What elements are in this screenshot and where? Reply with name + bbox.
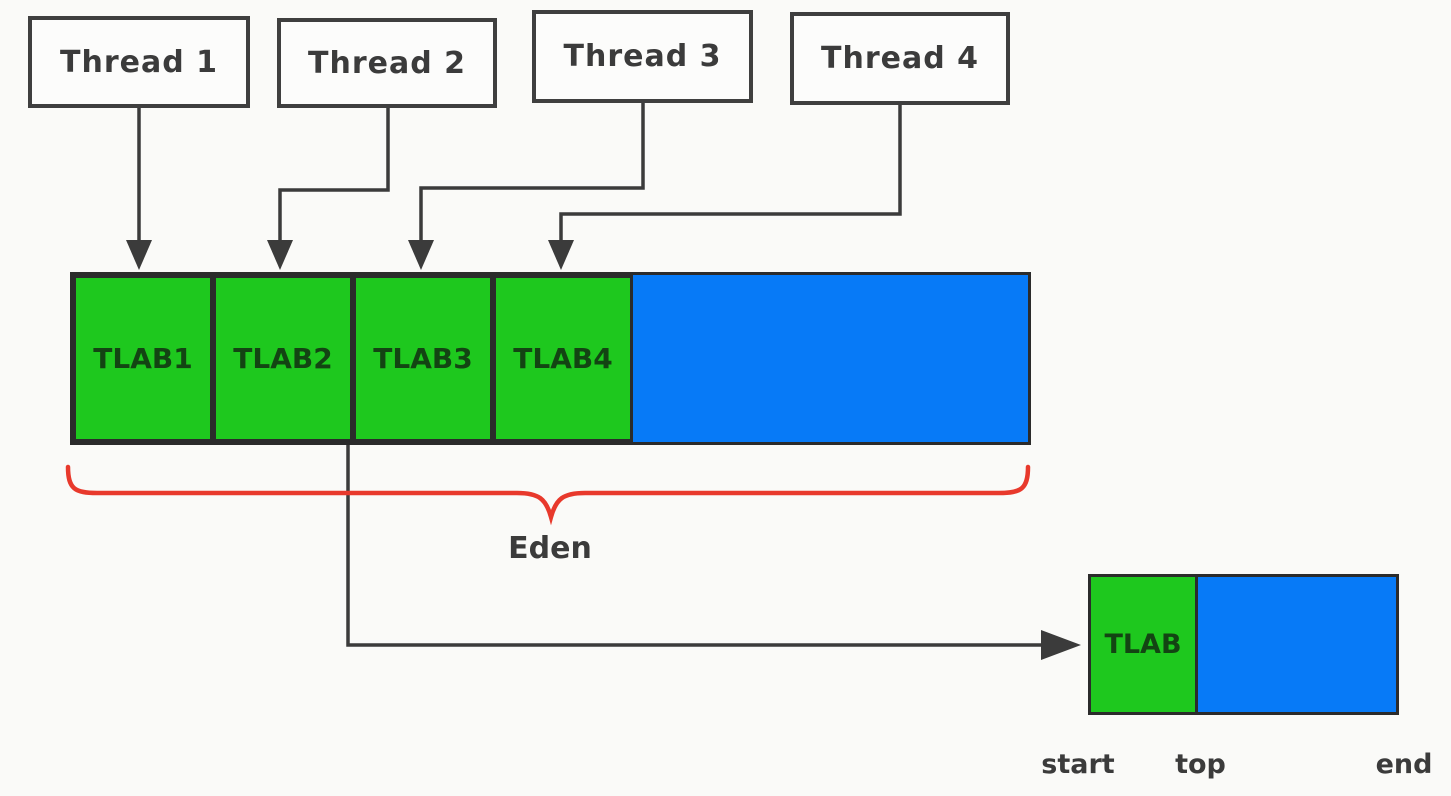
thread3-connector-line xyxy=(419,103,645,242)
tlab-transfer-arrowhead-icon xyxy=(1041,630,1081,660)
eden-brace-icon xyxy=(65,464,1031,526)
pointer-label-top: top xyxy=(1175,749,1226,780)
tlab-transfer-line xyxy=(346,445,1044,647)
eden-free-space xyxy=(633,275,1028,442)
thread4-connector-line xyxy=(559,105,902,242)
thread-box-1: Thread 1 xyxy=(28,16,250,108)
tlab2-segment: TLAB2 xyxy=(213,275,353,442)
tlab1-label: TLAB1 xyxy=(93,342,193,375)
tlab-detail-free-space xyxy=(1198,577,1396,712)
tlab2-label: TLAB2 xyxy=(233,342,333,375)
thread-box-4: Thread 4 xyxy=(790,12,1010,105)
tlab1-segment: TLAB1 xyxy=(73,275,213,442)
tlab4-label: TLAB4 xyxy=(513,342,613,375)
thread-3-label: Thread 3 xyxy=(563,39,722,74)
thread2-connector-line xyxy=(278,108,390,242)
pointer-label-start: start xyxy=(1041,749,1115,780)
thread-2-label: Thread 2 xyxy=(308,45,466,81)
thread1-arrowhead-icon xyxy=(126,240,152,270)
thread-1-label: Thread 1 xyxy=(60,44,218,80)
thread3-arrowhead-icon xyxy=(408,240,434,270)
eden-label: Eden xyxy=(508,531,592,566)
tlab3-segment: TLAB3 xyxy=(353,275,493,442)
thread4-arrowhead-icon xyxy=(548,240,574,270)
eden-bar: TLAB1 TLAB2 TLAB3 TLAB4 xyxy=(70,272,1031,445)
thread-box-3: Thread 3 xyxy=(532,10,753,103)
thread2-arrowhead-icon xyxy=(267,240,293,270)
tlab4-segment: TLAB4 xyxy=(493,275,633,442)
thread-box-2: Thread 2 xyxy=(277,18,497,108)
pointer-label-end: end xyxy=(1375,749,1433,780)
tlab-detail-label: TLAB xyxy=(1104,629,1182,660)
tlab3-label: TLAB3 xyxy=(373,342,473,375)
tlab-detail-box: TLAB xyxy=(1088,574,1399,715)
tlab-detail-segment: TLAB xyxy=(1091,577,1198,712)
thread-4-label: Thread 4 xyxy=(821,41,979,76)
